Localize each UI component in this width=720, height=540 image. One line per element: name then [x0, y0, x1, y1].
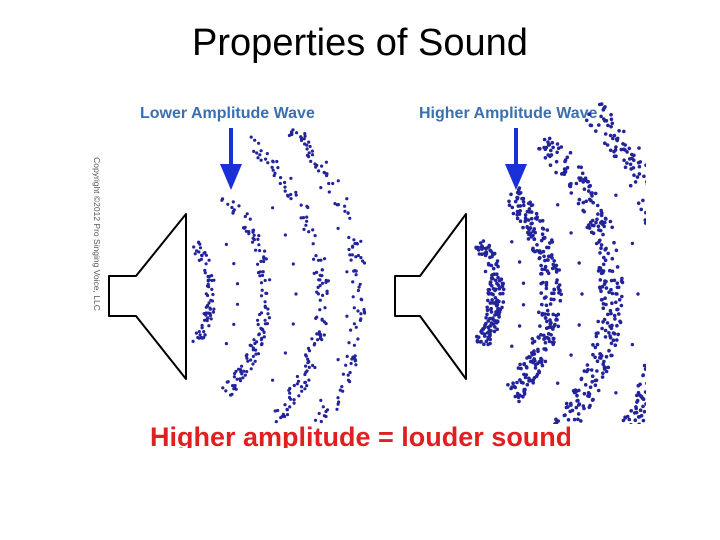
down-arrow-icon [505, 128, 527, 190]
speaker-icon [109, 214, 186, 379]
caption-text: Higher amplitude = louder sound [150, 422, 570, 448]
copyright-text: Copyright ©2012 Pro Singing Voice, LLC [92, 157, 102, 311]
lower-amplitude-label: Lower Amplitude Wave [140, 105, 315, 122]
higher-amplitude-label: Higher Amplitude Wave [419, 105, 597, 122]
down-arrow-icon [220, 128, 242, 190]
panel-higher-amplitude: Higher Amplitude Wave [395, 102, 646, 424]
slide-title: Properties of Sound [0, 22, 720, 65]
sound-wave-dots-low [192, 128, 367, 424]
speaker-icon [395, 214, 466, 379]
sound-wave-dots-high [474, 102, 646, 424]
panel-lower-amplitude: Lower Amplitude Wave [109, 105, 366, 424]
amplitude-diagram: Copyright ©2012 Pro Singing Voice, LLC L… [86, 94, 646, 424]
